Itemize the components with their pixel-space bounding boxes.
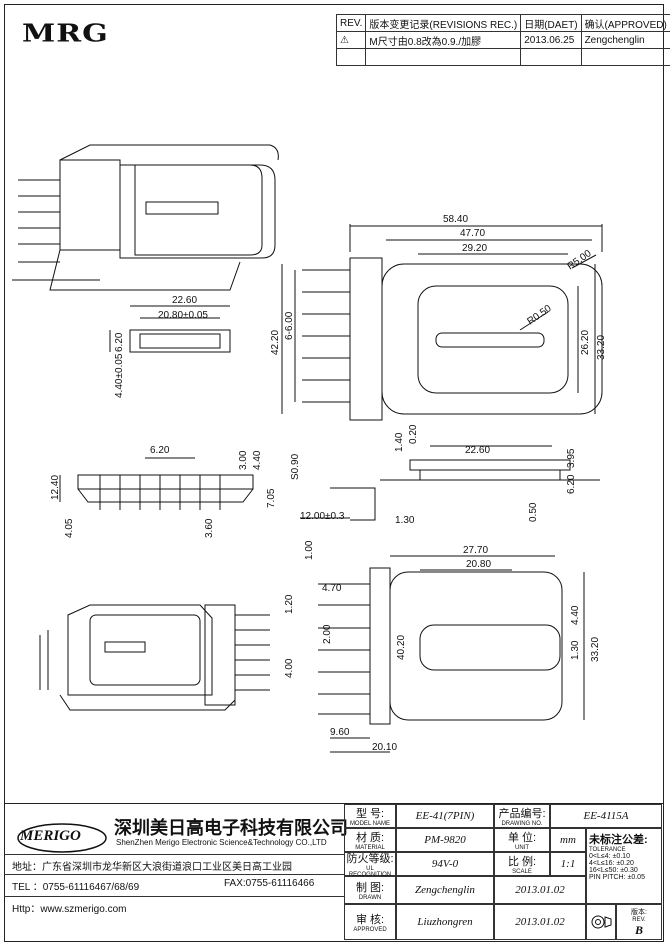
- dim-6-20-side: 6.20: [566, 474, 577, 494]
- dim-12-00: 12.00±0.3: [300, 511, 345, 522]
- drawn-value: Zengchenglin: [396, 876, 494, 904]
- approved-date: 2013.01.02: [494, 904, 586, 940]
- dim-6-6-00: 6-6.00: [284, 311, 295, 340]
- dim-r5: R5.00: [565, 248, 594, 273]
- model-value: EE-41(7PIN): [396, 804, 494, 828]
- dim-58-40: 58.40: [443, 214, 468, 225]
- dim-33-20: 33.20: [596, 335, 607, 360]
- side-view-middle: [300, 445, 600, 521]
- approved-value: Liuzhongren: [396, 904, 494, 940]
- merigo-wordmark: MERIGO: [20, 828, 81, 844]
- dim-2-00: 2.00: [322, 624, 333, 644]
- dim-27-70: 27.70: [463, 545, 488, 556]
- company-address: 地址：广东省深圳市龙华新区大浪街道浪口工业区美日高工业园: [12, 862, 292, 873]
- dim-7-05: 7.05: [266, 488, 277, 508]
- dim-1-30: 1.30: [395, 515, 415, 526]
- model-label-cell: 型 号:MODEL NAME: [344, 804, 396, 828]
- dim-4-05: 4.05: [64, 518, 75, 538]
- fire-label-cell: 防火等级:UL RECOGNITION: [344, 852, 396, 878]
- plan-view-bottom: [318, 555, 585, 753]
- isometric-view-top: [12, 144, 279, 291]
- drawing-frame: [4, 4, 664, 942]
- dim-29-20: 29.20: [462, 243, 487, 254]
- dim-6-20-front: 6.20: [150, 445, 170, 456]
- projection-symbol-icon: [586, 904, 616, 940]
- revision-header-row: REV. 版本变更记录(REVISIONS REC.) 日期(DAET) 确认(…: [335, 14, 670, 32]
- dim-42-20: 42.20: [270, 330, 281, 355]
- company-fax: FAX:0755-61116466: [224, 878, 315, 889]
- company-website: Http：www.szmerigo.com: [12, 904, 127, 915]
- version-cell: 版本: REV. B: [616, 904, 662, 940]
- tolerance-cell: 未标注公差: TOLERANCE 0<L≤4: ±0.10 4<L≤16: ±0…: [586, 828, 662, 904]
- material-value: PM-9820: [396, 828, 494, 852]
- dim-1-40: 1.40: [394, 432, 405, 452]
- dim-4-40-tol: 4.40±0.05: [114, 353, 125, 398]
- plan-view-top: [281, 224, 603, 421]
- dim-4-00: 4.00: [284, 658, 295, 678]
- dim-3-60: 3.60: [204, 518, 215, 538]
- drawn-date: 2013.01.02: [494, 876, 586, 904]
- dim-22-60: 22.60: [172, 295, 197, 306]
- isometric-view-bottom: [39, 604, 270, 711]
- dim-4-70: 4.70: [322, 583, 342, 594]
- revision-table: REV. 版本变更记录(REVISIONS REC.) 日期(DAET) 确认(…: [335, 14, 670, 66]
- drawn-label-cell: 制 图:DRAWN: [344, 876, 396, 904]
- dim-20-80: 20.80: [466, 559, 491, 570]
- merigo-logo: MERIGO: [12, 816, 112, 856]
- dim-4-40-bottom: 4.40: [570, 605, 581, 625]
- dim-9-60: 9.60: [330, 727, 350, 738]
- company-name-cn: 深圳美日高电子科技有限公司: [114, 818, 348, 839]
- dim-0-20: 0.20: [408, 424, 419, 444]
- pin-slot-view: [109, 305, 231, 353]
- front-view-middle: [59, 457, 254, 510]
- dim-1-20: 1.20: [284, 594, 295, 614]
- unit-value: mm: [550, 828, 586, 852]
- dim-1-00: 1.00: [304, 540, 315, 560]
- dim-20-10: 20.10: [372, 742, 397, 753]
- dim-12-40: 12.40: [50, 475, 61, 500]
- drawing-no-label-cell: 产品编号:DRAWING NO.: [494, 804, 550, 828]
- mrg-logo: MRG: [22, 20, 109, 48]
- dim-s0-90: S0.90: [290, 453, 301, 480]
- dim-4-40: 4.40: [252, 450, 263, 470]
- rev-mark-icon: ⚠: [335, 31, 367, 49]
- fire-value: 94V-0: [396, 852, 494, 876]
- dim-0-50: 0.50: [528, 502, 539, 522]
- dim-1-30-bottom: 1.30: [570, 640, 581, 660]
- dim-40-20: 40.20: [396, 635, 407, 660]
- company-tel: TEL ：0755-61116467/68/69: [12, 882, 140, 893]
- approved-label-cell: 审 核:APPROVED: [344, 904, 396, 940]
- merigo-logo-swoosh-icon: [17, 823, 107, 853]
- dim-r0-50: R0.50: [525, 303, 554, 328]
- dim-20-80-tol: 20.80±0.05: [158, 310, 208, 321]
- dim-3-00: 3.00: [238, 450, 249, 470]
- scale-label-cell: 比 例:SCALE: [494, 852, 550, 876]
- revision-empty-row: [335, 48, 670, 66]
- dim-6-20: 6.20: [114, 332, 125, 352]
- dim-3-95: 3.95: [566, 448, 577, 468]
- dim-33-20-bottom: 33.20: [590, 637, 601, 662]
- scale-value: 1:1: [550, 852, 586, 876]
- dim-26-20: 26.20: [580, 330, 591, 355]
- dim-22-60-side: 22.60: [465, 445, 490, 456]
- unit-label-cell: 单 位:UNIT: [494, 828, 550, 852]
- company-name-en: ShenZhen Merigo Electronic Science&Techn…: [116, 838, 327, 847]
- drawing-no-value: EE-4115A: [550, 804, 662, 828]
- dim-47-70: 47.70: [460, 228, 485, 239]
- title-block: MERIGO 深圳美日高电子科技有限公司 ShenZhen Merigo Ele…: [4, 803, 664, 943]
- technical-drawing: 58.40 47.70 29.20 R5.00 R0.50 26.20 33.2…: [12, 144, 607, 753]
- material-label-cell: 材 质:MATERIAL: [344, 828, 396, 852]
